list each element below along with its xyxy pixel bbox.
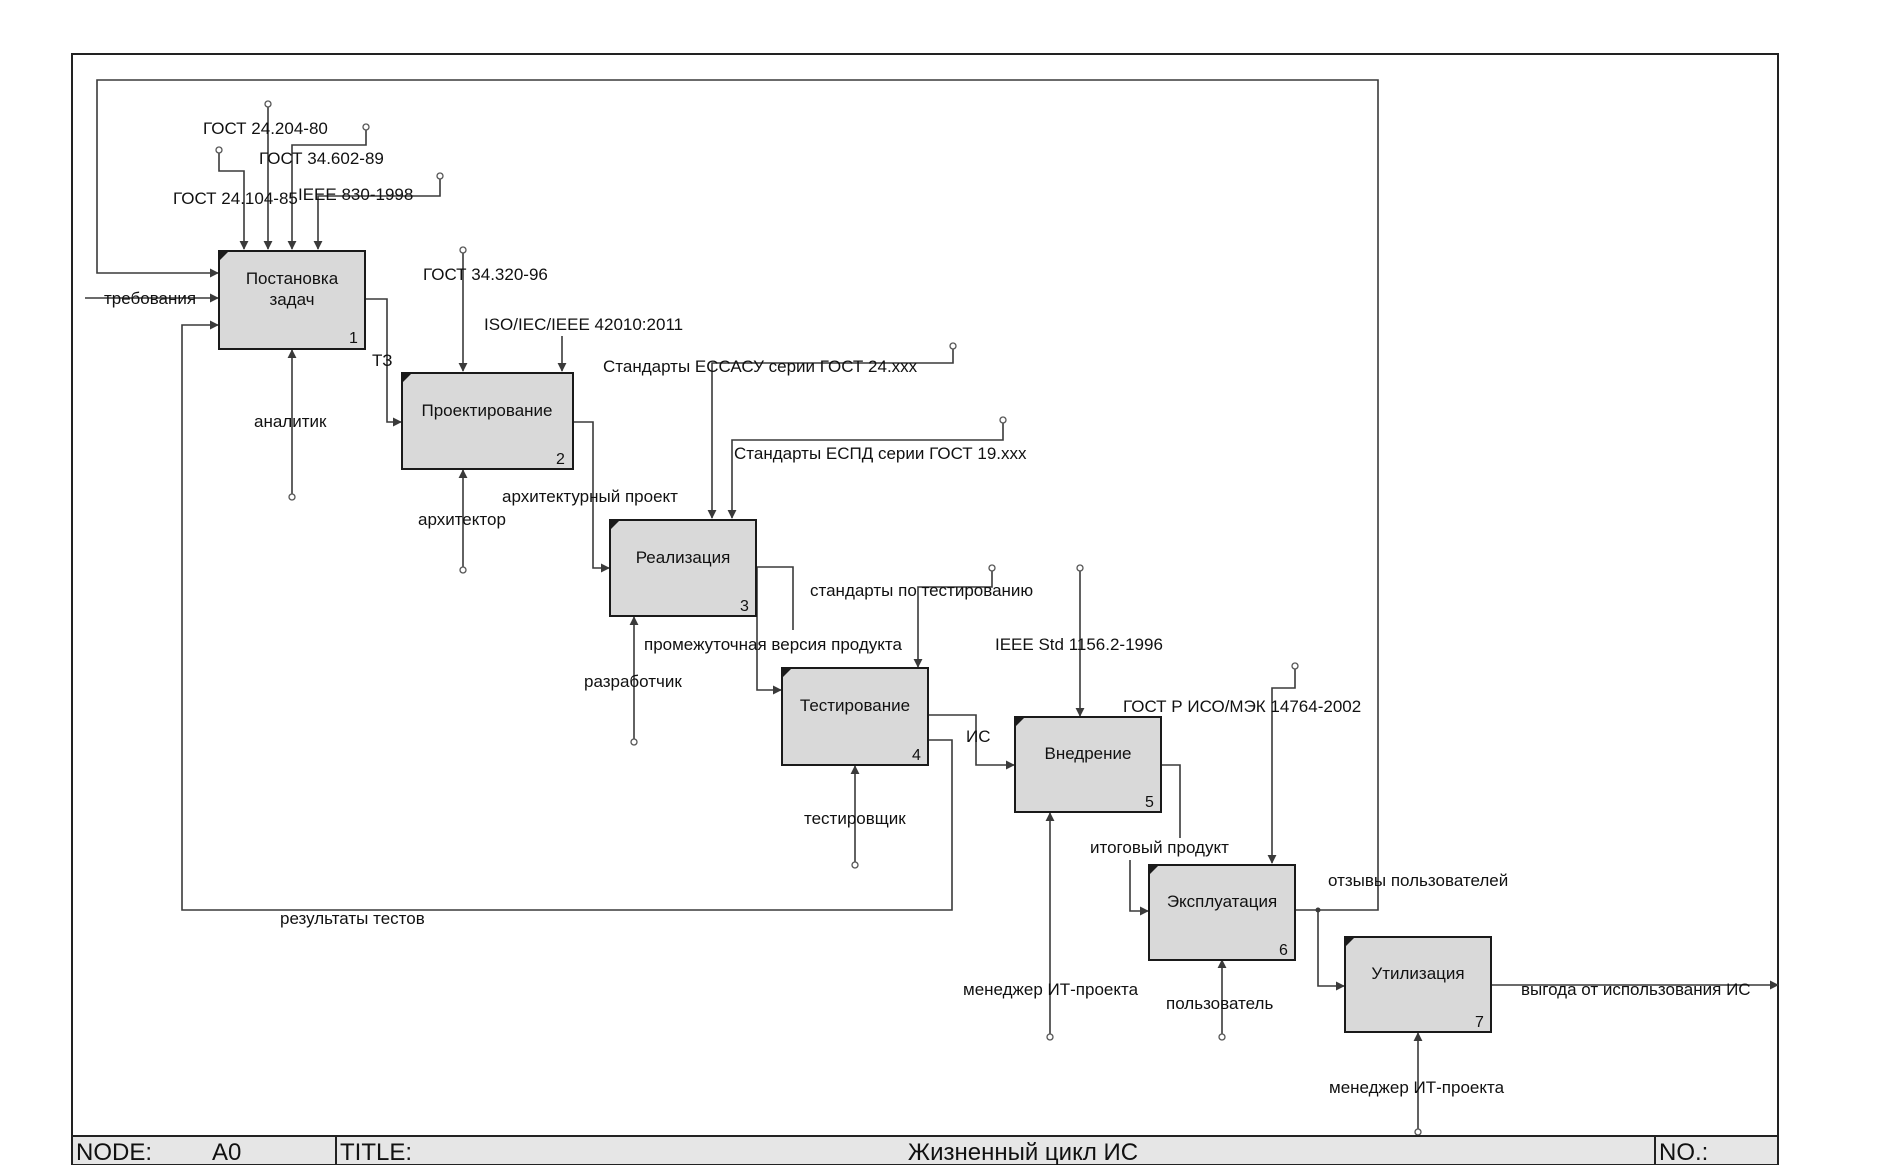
label-user: пользователь — [1166, 994, 1273, 1013]
tunnel-marker — [1414, 1128, 1422, 1136]
activity-box-label: Утилизация — [1371, 964, 1464, 983]
activity-box-number: 5 — [1145, 794, 1154, 811]
activity-box-number: 4 — [912, 747, 921, 764]
essasu-arrow — [707, 348, 954, 519]
activity-box-label: Тестирование — [800, 696, 910, 715]
feedback-loop-arrow — [96, 79, 1379, 911]
tunnel-marker — [288, 493, 296, 501]
label-requirements: требования — [104, 289, 196, 308]
tunnel-marker — [436, 172, 444, 180]
label-gost-24-104: ГОСТ 24.104-85 — [173, 189, 298, 208]
test-results-arrow — [181, 320, 953, 911]
tunnel-marker — [459, 246, 467, 254]
label-benefit: выгода от использования ИС — [1521, 980, 1751, 999]
activity-box-number: 3 — [740, 598, 749, 615]
label-test-standards: стандарты по тестированию — [810, 581, 1033, 600]
test-standards-arrow — [913, 570, 993, 668]
label-analyst: аналитик — [254, 412, 327, 431]
activity-box-5[interactable]: Внедрение 5 — [1014, 716, 1162, 813]
label-arch-project: архитектурный проект — [502, 487, 678, 506]
title-block: NODE: A0 TITLE: Жизненный цикл ИС NO.: — [71, 1135, 1779, 1165]
label-test-results: результаты тестов — [280, 909, 425, 928]
tunnel-marker — [988, 564, 996, 572]
activity-box-label: Эксплуатация — [1167, 892, 1277, 911]
tz-arrow — [366, 298, 402, 427]
is-arrow — [928, 714, 1015, 770]
tunnel-marker — [630, 738, 638, 746]
label-tester: тестировщик — [804, 809, 906, 828]
no-label: NO.: — [1659, 1139, 1708, 1165]
final-product-arrow-b — [1129, 860, 1149, 916]
connectors — [85, 79, 1779, 1130]
label-pm-1: менеджер ИТ-проекта — [963, 980, 1139, 999]
final-product-arrow-a — [1160, 764, 1181, 838]
label-final-product: итоговый продукт — [1090, 838, 1229, 857]
label-pm-2: менеджер ИТ-проекта — [1329, 1078, 1505, 1097]
tunnel-marker — [949, 342, 957, 350]
tunnel-marker — [1046, 1033, 1054, 1041]
label-essasu: Стандарты ЕССАСУ серии ГОСТ 24.ххх — [603, 357, 918, 376]
node-label: NODE: — [76, 1139, 152, 1165]
tunnel-marker — [1218, 1033, 1226, 1041]
activity-box-7[interactable]: Утилизация 7 — [1344, 936, 1492, 1033]
activity-box-4[interactable]: Тестирование 4 — [781, 667, 929, 766]
activity-box-2[interactable]: Проектирование 2 — [401, 372, 574, 470]
tunnel-marker — [851, 861, 859, 869]
label-tz: ТЗ — [372, 351, 392, 370]
node-value: A0 — [212, 1139, 241, 1165]
tunnel-marker — [264, 100, 272, 108]
label-gost-34-602: ГОСТ 34.602-89 — [259, 149, 384, 168]
arch-project-arrow — [574, 421, 610, 573]
label-ieee-1156: IEEE Std 1156.2-1996 — [995, 635, 1163, 654]
label-architect: архитектор — [418, 510, 506, 529]
gost-14764-arrow — [1267, 668, 1296, 864]
label-gost-14764: ГОСТ Р ИСО/МЭК 14764-2002 — [1123, 697, 1361, 716]
title-label: TITLE: — [340, 1139, 412, 1165]
to-utilization-arrow — [1317, 910, 1345, 991]
intermediate-arrow-b — [756, 567, 782, 695]
label-developer: разработчик — [584, 672, 682, 691]
label-gost-24-204: ГОСТ 24.204-80 — [203, 119, 328, 138]
label-is: ИС — [966, 727, 991, 746]
label-feedback: отзывы пользователей — [1328, 871, 1508, 890]
gost-34-602-arrow — [287, 129, 367, 250]
activity-box-number: 7 — [1475, 1014, 1484, 1031]
activity-box-number: 6 — [1279, 942, 1288, 959]
tunnel-marker — [999, 416, 1007, 424]
intermediate-arrow-a — [757, 566, 794, 630]
tunnel-marker — [1076, 564, 1084, 572]
espd-arrow — [727, 422, 1004, 519]
label-iso-42010: ISO/IEC/IEEE 42010:2011 — [484, 315, 683, 334]
ieee-830-arrow — [313, 178, 441, 250]
title-block-bar — [71, 1135, 1779, 1165]
activity-box-label: задач — [269, 290, 314, 309]
feedback-junction — [1315, 907, 1321, 913]
activity-box-number: 2 — [556, 451, 565, 468]
activity-box-number: 1 — [349, 330, 358, 347]
tunnel-marker — [362, 123, 370, 131]
arrow-labels: ГОСТ 24.204-80 ГОСТ 34.602-89 ГОСТ 24.10… — [104, 119, 1751, 1097]
label-intermediate: промежуточная версия продукта — [644, 635, 902, 654]
tunnel-marker — [215, 146, 223, 154]
label-gost-34-320: ГОСТ 34.320-96 — [423, 265, 548, 284]
activity-box-label: Внедрение — [1045, 744, 1132, 763]
gost-24-104-arrow — [218, 152, 249, 250]
activity-box-6[interactable]: Эксплуатация 6 — [1148, 864, 1296, 961]
label-espd: Стандарты ЕСПД серии ГОСТ 19.ххх — [734, 444, 1027, 463]
activity-box-1[interactable]: Постановка задач 1 — [218, 250, 366, 350]
activity-box-label: Реализация — [636, 548, 731, 567]
activity-box-label: Проектирование — [421, 401, 552, 420]
label-ieee-830: IEEE 830-1998 — [298, 185, 413, 204]
tunnel-marker — [1291, 662, 1299, 670]
diagram-frame — [71, 53, 1779, 1165]
tunnel-markers — [215, 100, 1422, 1136]
activity-box-3[interactable]: Реализация 3 — [609, 519, 757, 617]
activity-box-label: Постановка — [246, 269, 339, 288]
diagram-title: Жизненный цикл ИС — [908, 1139, 1138, 1165]
activity-boxes: Постановка задач 1 Проектирование 2 Реал… — [218, 250, 1492, 1033]
tunnel-marker — [459, 566, 467, 574]
